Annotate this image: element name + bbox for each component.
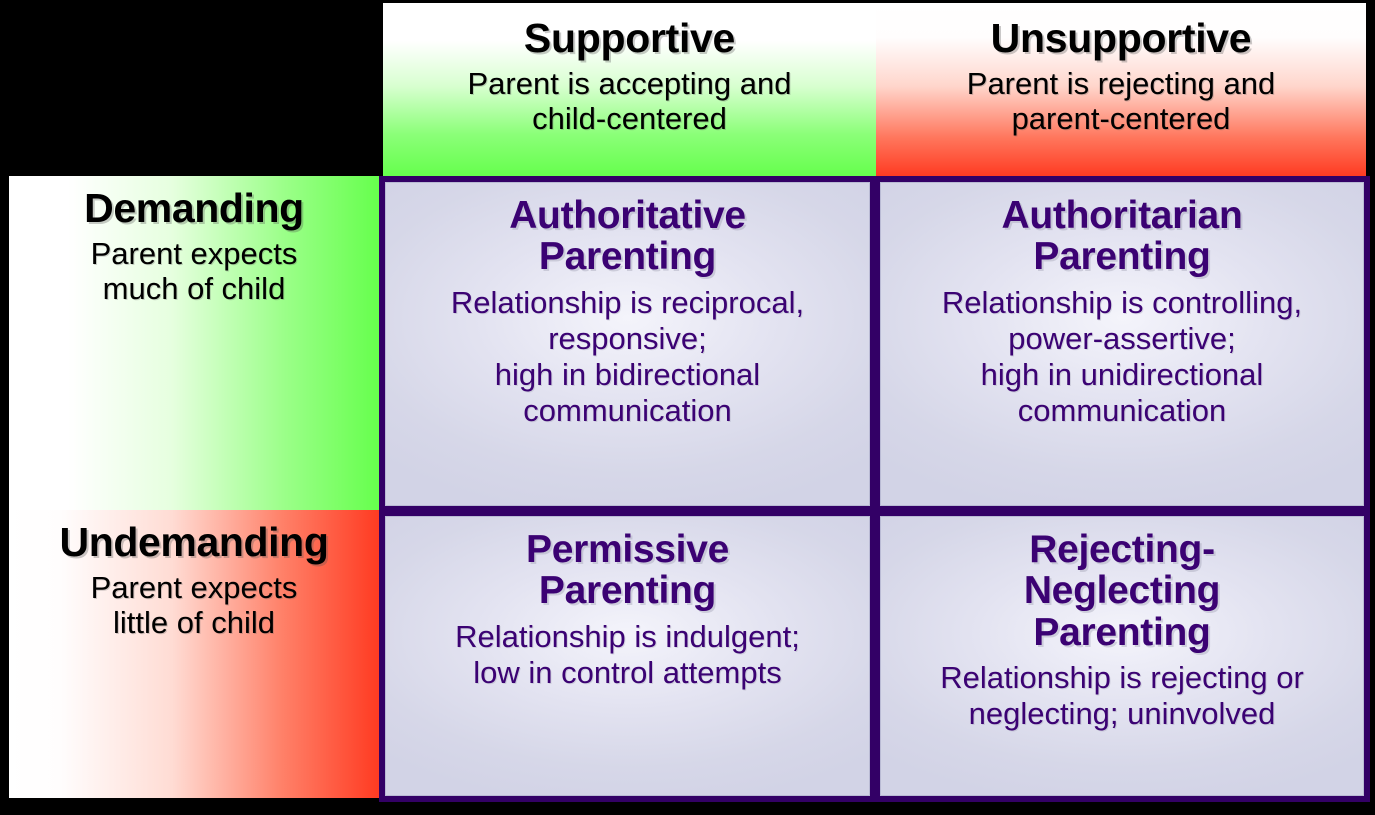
column-header-unsupportive-description-line1: Parent is rejecting and: [966, 65, 1276, 101]
quadrant-authoritative: Authoritative Parenting Relationship is …: [385, 182, 870, 506]
quadrant-rejecting-neglecting-description-line1: Relationship is rejecting or: [940, 659, 1304, 695]
quadrant-authoritarian-title-line1: Authoritarian: [1001, 194, 1243, 237]
quadrant-rejecting-neglecting-title-line1: Rejecting-: [1029, 528, 1215, 571]
column-header-supportive-description: Parent is accepting and child-centered: [468, 66, 792, 136]
row-header-undemanding-title: Undemanding: [59, 519, 329, 565]
quadrant-authoritative-title-line1: Authoritative: [509, 194, 746, 237]
row-header-undemanding-description: Parent expects little of child: [91, 570, 298, 640]
quadrant-permissive-description-line2: low in control attempts: [473, 654, 782, 690]
row-header-undemanding-description-line2: little of child: [113, 604, 275, 640]
quadrant-rejecting-neglecting: Rejecting- Neglecting Parenting Relation…: [880, 516, 1364, 796]
quadrant-authoritative-description: Relationship is reciprocal, responsive; …: [451, 285, 804, 430]
column-header-unsupportive-title: Unsupportive: [990, 15, 1252, 61]
row-header-demanding: Demanding Parent expects much of child: [9, 176, 379, 510]
quadrant-authoritarian-description-line1: Relationship is controlling,: [941, 284, 1303, 320]
quadrant-authoritarian-description-line2: power-assertive;: [1008, 320, 1236, 356]
row-header-undemanding-description-line1: Parent expects: [90, 569, 298, 605]
quadrant-authoritarian-description-line3: high in unidirectional: [980, 357, 1264, 393]
quadrant-permissive-title-line2: Parenting: [538, 569, 717, 613]
quadrant-authoritarian-title: Authoritarian Parenting: [1002, 195, 1243, 278]
quadrant-authoritative-description-line1: Relationship is reciprocal,: [450, 284, 805, 320]
quadrant-rejecting-neglecting-title-line2: Neglecting: [1023, 569, 1221, 613]
quadrant-rejecting-neglecting-title-line3: Parenting: [1033, 610, 1211, 654]
quadrant-permissive-description-line1: Relationship is indulgent;: [455, 618, 800, 654]
row-header-demanding-description-line2: much of child: [102, 270, 286, 306]
quadrant-authoritarian: Authoritarian Parenting Relationship is …: [880, 182, 1364, 506]
quadrant-authoritative-title: Authoritative Parenting: [509, 195, 746, 278]
quadrant-rejecting-neglecting-description-line2: neglecting; uninvolved: [968, 696, 1276, 732]
quadrant-rejecting-neglecting-title: Rejecting- Neglecting Parenting: [1023, 528, 1221, 654]
quadrant-rejecting-neglecting-description: Relationship is rejecting or neglecting;…: [940, 660, 1304, 733]
quadrant-authoritarian-description: Relationship is controlling, power-asser…: [942, 285, 1302, 430]
quadrant-permissive-description: Relationship is indulgent; low in contro…: [455, 619, 800, 692]
quadrant-authoritative-title-line2: Parenting: [538, 235, 717, 279]
column-header-supportive-description-line1: Parent is accepting and: [467, 65, 792, 101]
column-header-supportive-title: Supportive: [523, 15, 736, 61]
column-header-unsupportive: Unsupportive Parent is rejecting and par…: [876, 3, 1366, 176]
matrix-corner-blank: [0, 0, 379, 176]
column-header-supportive: Supportive Parent is accepting and child…: [383, 3, 876, 176]
quadrant-authoritarian-description-line4: communication: [1017, 393, 1227, 429]
quadrant-authoritative-description-line2: responsive;: [548, 320, 707, 356]
quadrant-permissive-title: Permissive Parenting: [526, 529, 729, 612]
row-header-demanding-title: Demanding: [84, 185, 304, 231]
quadrant-authoritarian-title-line2: Parenting: [1033, 235, 1211, 279]
quadrant-authoritative-description-line3: high in bidirectional: [494, 357, 761, 393]
column-header-unsupportive-description: Parent is rejecting and parent-centered: [967, 66, 1275, 136]
quadrant-permissive-title-line1: Permissive: [526, 528, 729, 571]
quadrant-permissive: Permissive Parenting Relationship is ind…: [385, 516, 870, 796]
row-header-demanding-description: Parent expects much of child: [91, 236, 298, 306]
column-header-unsupportive-description-line2: parent-centered: [1011, 100, 1231, 136]
row-header-demanding-description-line1: Parent expects: [90, 235, 298, 271]
quadrant-authoritative-description-line4: communication: [523, 393, 732, 429]
column-header-supportive-description-line2: child-centered: [532, 100, 727, 136]
row-header-undemanding: Undemanding Parent expects little of chi…: [9, 510, 379, 798]
